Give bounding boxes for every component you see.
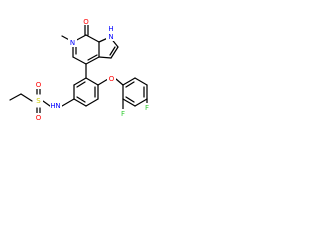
sulfur-atom: S bbox=[36, 97, 41, 105]
sulfonamide-nitrogen: N bbox=[55, 102, 60, 110]
atom-labels: O H N N O F F N H S O O bbox=[34, 17, 151, 122]
sulfonyl-oxygen-top: O bbox=[36, 81, 42, 89]
molecule-structure: O H N N O F F N H S O O bbox=[9, 17, 151, 122]
carbonyl-oxygen: O bbox=[83, 18, 89, 26]
ether-oxygen: O bbox=[109, 75, 115, 83]
sulfonamide-hydrogen: H bbox=[50, 102, 55, 110]
fluorine-para: F bbox=[145, 104, 149, 112]
pyridone-nitrogen: N bbox=[70, 39, 75, 47]
sulfonyl-oxygen-bottom: O bbox=[36, 114, 42, 122]
fluorine-ortho: F bbox=[121, 110, 125, 118]
bonds bbox=[9, 23, 148, 115]
pyrrole-nitrogen: N bbox=[108, 33, 113, 41]
pyrrole-hydrogen: H bbox=[108, 25, 113, 33]
